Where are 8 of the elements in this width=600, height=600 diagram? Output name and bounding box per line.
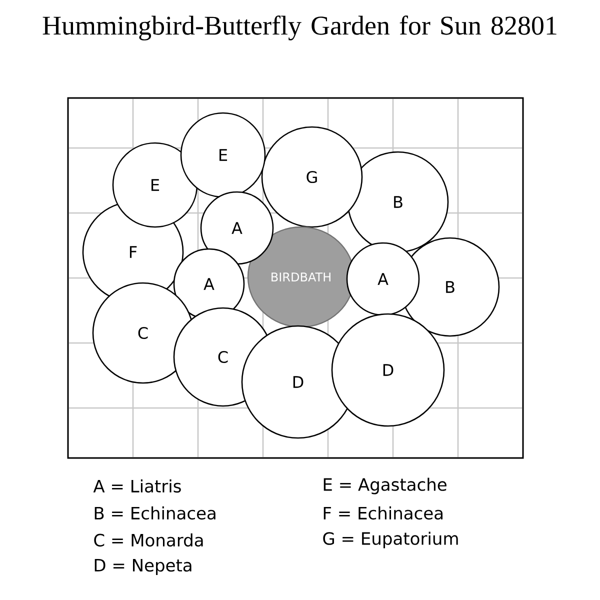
legend-entry: F = Echinacea xyxy=(324,506,442,520)
title: Hummingbird-Butterfly Garden for Sun 82801 xyxy=(42,16,556,40)
legend-entry: E = Agastache xyxy=(324,478,446,494)
legend-entry: B = Echinacea xyxy=(94,506,216,520)
legend-entry: A = Liatris xyxy=(93,479,181,493)
legend-entry: C = Monarda xyxy=(94,533,203,547)
legend-entry: D = Nepeta xyxy=(94,559,192,575)
legend-entry: G = Eupatorium xyxy=(323,532,458,548)
